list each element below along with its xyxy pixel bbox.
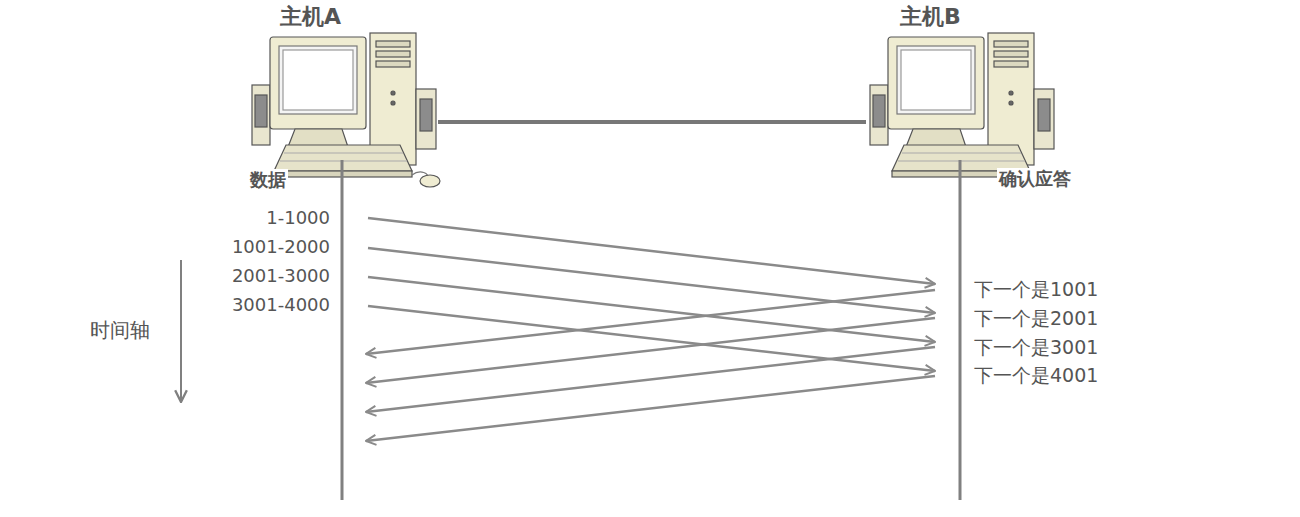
host-title: 主机A — [280, 2, 341, 32]
segment-range: 1-1000 — [264, 207, 332, 229]
ack-text: 下一个是2001 — [972, 307, 1100, 330]
network-link — [438, 120, 866, 124]
segment-range: 3001-4000 — [230, 294, 332, 316]
ack-text: 下一个是1001 — [972, 278, 1100, 301]
host-computer: 主机B — [866, 4, 1058, 164]
column-heading: 数据 — [248, 169, 288, 191]
axis-label: 时间轴 — [88, 318, 152, 342]
ack-text: 下一个是3001 — [972, 336, 1100, 359]
host-title: 主机B — [900, 2, 961, 32]
segment-range: 2001-3000 — [230, 265, 332, 287]
host-computer: 主机A — [248, 4, 438, 164]
column-heading: 确认应答 — [997, 168, 1073, 190]
ack-text: 下一个是4001 — [972, 364, 1100, 387]
segment-range: 1001-2000 — [230, 236, 332, 258]
